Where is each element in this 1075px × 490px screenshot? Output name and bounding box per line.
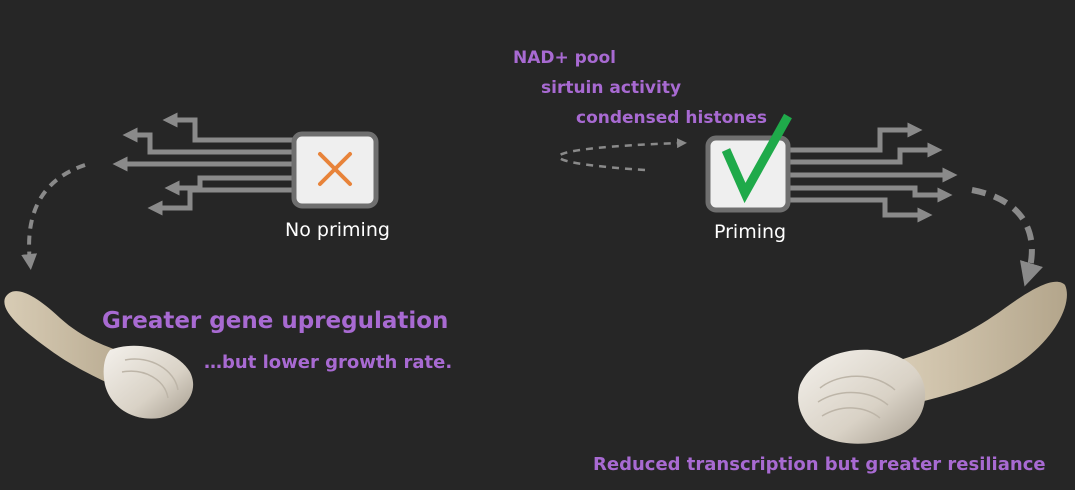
razor-clam-icon-large: [798, 281, 1067, 444]
factor-nad-pool: NAD+ pool: [513, 48, 617, 68]
priming-box: [705, 113, 792, 213]
priming-label: Priming: [714, 221, 787, 243]
no-priming-box: [291, 131, 379, 209]
factors-link-arrow: [557, 138, 687, 172]
priming-cycle-arrow: [971, 187, 1043, 287]
razor-clam-icon: [4, 291, 194, 419]
factor-condensed-histones: condensed histones: [576, 108, 768, 128]
priming-gene-arrows: [785, 122, 958, 223]
x-mark-icon: [318, 152, 352, 186]
priming-caption: Reduced transcription but greater resili…: [593, 454, 1046, 475]
no-priming-label: No priming: [285, 219, 390, 241]
no-priming-cycle-arrow: [21, 163, 86, 270]
no-priming-gene-arrows: [112, 112, 295, 216]
factor-sirtuin-activity: sirtuin activity: [541, 78, 682, 98]
no-priming-headline: Greater gene upregulation: [102, 308, 449, 334]
no-priming-subline: …but lower growth rate.: [204, 352, 453, 373]
check-mark-icon: [721, 113, 792, 204]
